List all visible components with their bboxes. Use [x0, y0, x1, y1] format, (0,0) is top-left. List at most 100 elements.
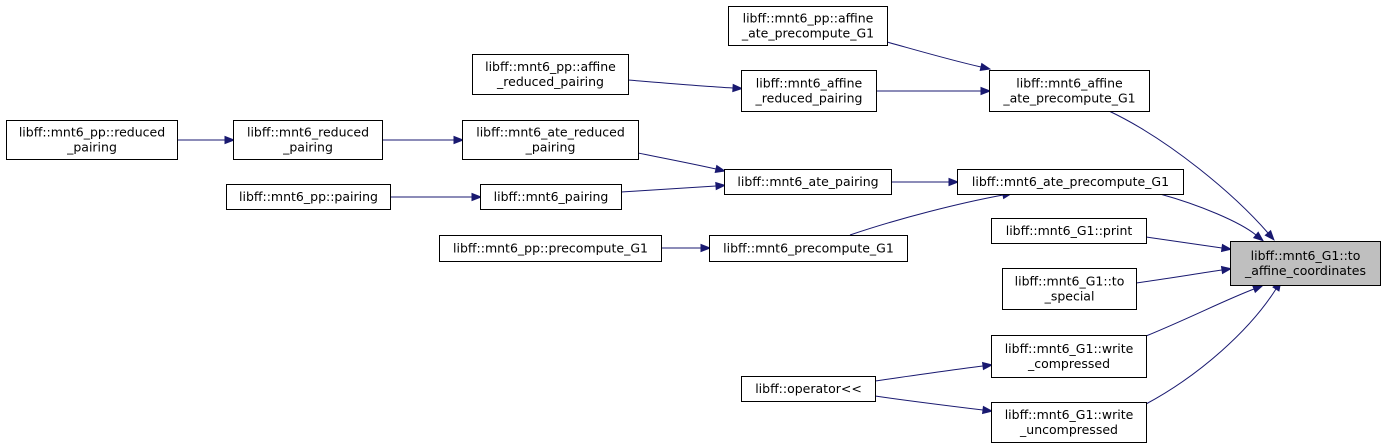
node-label: libff::mnt6_pp::reduced — [19, 125, 165, 140]
node-label: _pairing — [525, 140, 576, 155]
node-box — [480, 184, 622, 210]
node-label: libff::mnt6_G1::to — [1251, 248, 1361, 263]
node-box — [6, 120, 178, 160]
edge-pp_affine_reduced_pairing-to-mnt6_affine_reduced_pairing — [627, 79, 744, 93]
node-to-special[interactable]: libff::mnt6_G1::to_special — [1002, 268, 1137, 310]
node-label: libff::mnt6_ate_reduced — [476, 125, 625, 140]
node-box — [989, 70, 1150, 112]
node-box — [1002, 268, 1137, 310]
node-box — [741, 376, 876, 402]
node-label: libff::mnt6_precompute_G1 — [723, 241, 894, 256]
node-label: libff::mnt6_G1::print — [1006, 223, 1133, 238]
node-label: libff::mnt6_G1::to — [1015, 274, 1125, 289]
edge-line — [1145, 236, 1223, 249]
node-mnt6-precompute-G1[interactable]: libff::mnt6_precompute_G1 — [709, 235, 908, 262]
node-label: libff::mnt6_pairing — [494, 189, 609, 204]
node-box — [741, 70, 877, 112]
node-box — [462, 120, 639, 160]
edge-mnt6_affine_ate_precompute_G1-to-to_affine — [1108, 110, 1275, 241]
edge-print-to-to_affine — [1145, 236, 1233, 253]
node-box — [472, 54, 629, 95]
edges-layer — [177, 41, 1282, 415]
node-label: libff::mnt6_pp::affine — [485, 59, 616, 74]
edge-operator_ll-to-write_compressed — [874, 361, 994, 382]
node-label: libff::mnt6_ate_pairing — [737, 174, 878, 189]
node-label: _uncompressed — [1019, 422, 1118, 437]
edge-line — [620, 185, 717, 193]
edge-mnt6_ate_reduced_pairing-to-mnt6_ate_pairing — [637, 152, 727, 174]
node-box — [991, 402, 1147, 443]
node-label: libff::mnt6_reduced — [247, 125, 369, 140]
node-mnt6-affine-reduced-pairing[interactable]: libff::mnt6_affine_reduced_pairing — [741, 70, 877, 112]
node-box — [233, 120, 383, 160]
arrowhead-icon — [732, 83, 744, 93]
node-write-uncompressed[interactable]: libff::mnt6_G1::write_uncompressed — [991, 402, 1147, 443]
arrowhead-icon — [1220, 265, 1233, 275]
node-box — [226, 184, 391, 210]
node-label: libff::mnt6_G1::write — [1005, 407, 1134, 422]
node-pp-pairing[interactable]: libff::mnt6_pp::pairing — [226, 184, 391, 210]
edge-line — [849, 194, 1004, 236]
node-mnt6-ate-reduced-pairing[interactable]: libff::mnt6_ate_reduced_pairing — [462, 120, 639, 160]
node-label: _ate_precompute_G1 — [741, 26, 874, 41]
edge-pp_pairing-to-mnt6_pairing — [390, 192, 483, 202]
edge-pp_ate_precompute_G1-to-mnt6_affine_ate_precompute_G1 — [886, 41, 992, 72]
arrowhead-icon — [1252, 285, 1264, 294]
node-label: libff::mnt6_pp::precompute_G1 — [453, 241, 648, 256]
edge-mnt6_reduced_pairing-to-mnt6_ate_reduced_pairing — [382, 135, 465, 145]
node-box — [1230, 241, 1381, 286]
arrowhead-icon — [1252, 231, 1265, 242]
arrowhead-icon — [1264, 229, 1275, 241]
node-box — [439, 235, 662, 262]
node-pp-precompute-G1[interactable]: libff::mnt6_pp::precompute_G1 — [439, 235, 662, 262]
edge-pp_reduced_pairing-to-mnt6_reduced_pairing — [177, 135, 236, 145]
edge-operator_ll-to-write_uncompressed — [874, 395, 994, 415]
node-write-compressed[interactable]: libff::mnt6_G1::write_compressed — [991, 335, 1147, 378]
arrowhead-icon — [453, 135, 465, 145]
node-pp-affine-reduced-pairing[interactable]: libff::mnt6_pp::affine_reduced_pairing — [472, 54, 629, 95]
node-label: _affine_coordinates — [1244, 263, 1366, 278]
node-box — [709, 235, 908, 262]
node-mnt6-ate-precompute-G1[interactable]: libff::mnt6_ate_precompute_G1 — [957, 169, 1184, 195]
node-box — [724, 169, 892, 195]
node-mnt6-affine-ate-precompute-G1[interactable]: libff::mnt6_affine_ate_precompute_G1 — [989, 70, 1150, 112]
arrowhead-icon — [700, 243, 712, 253]
node-box — [991, 218, 1147, 244]
node-pp-ate-precompute-G1[interactable]: libff::mnt6_pp::affine_ate_precompute_G1 — [728, 6, 888, 46]
edge-line — [1108, 110, 1269, 234]
node-box — [957, 169, 1184, 195]
node-box — [991, 335, 1147, 378]
node-label: _ate_precompute_G1 — [1002, 91, 1135, 106]
node-label: _reduced_pairing — [496, 74, 604, 89]
edge-line — [1145, 288, 1277, 405]
node-print[interactable]: libff::mnt6_G1::print — [991, 218, 1147, 244]
arrowhead-icon — [981, 405, 994, 415]
node-label: _pairing — [282, 140, 333, 155]
node-label: libff::mnt6_G1::write — [1005, 341, 1134, 356]
edge-to_special-to-to_affine — [1135, 265, 1233, 284]
node-label: _compressed — [1027, 356, 1110, 371]
edge-mnt6_ate_precompute_G1-to-to_affine — [1159, 193, 1265, 242]
node-mnt6-pairing[interactable]: libff::mnt6_pairing — [480, 184, 622, 210]
edge-line — [874, 365, 984, 382]
node-mnt6-ate-pairing[interactable]: libff::mnt6_ate_pairing — [724, 169, 892, 195]
arrowhead-icon — [224, 135, 236, 145]
edge-mnt6_affine_reduced_pairing-to-mnt6_affine_ate_precompute_G1 — [876, 86, 992, 96]
node-pp-reduced-pairing[interactable]: libff::mnt6_pp::reduced_pairing — [6, 120, 178, 160]
node-mnt6-reduced-pairing[interactable]: libff::mnt6_reduced_pairing — [233, 120, 383, 160]
node-label: libff::mnt6_affine — [756, 76, 863, 91]
node-operator-ll[interactable]: libff::operator<< — [741, 376, 876, 402]
arrowhead-icon — [471, 192, 483, 202]
edge-line — [1145, 288, 1255, 337]
arrowhead-icon — [715, 181, 727, 191]
arrowhead-icon — [981, 361, 994, 371]
node-label: libff::mnt6_pp::affine — [743, 11, 874, 26]
edge-line — [886, 41, 982, 68]
node-label: libff::mnt6_ate_precompute_G1 — [972, 174, 1169, 189]
node-to-affine[interactable]: libff::mnt6_G1::to_affine_coordinates — [1230, 241, 1381, 286]
node-label: libff::operator<< — [755, 381, 862, 396]
node-label: libff::mnt6_pp::pairing — [239, 189, 378, 204]
edge-line — [627, 79, 734, 89]
node-label: libff::mnt6_affine — [1016, 76, 1123, 91]
